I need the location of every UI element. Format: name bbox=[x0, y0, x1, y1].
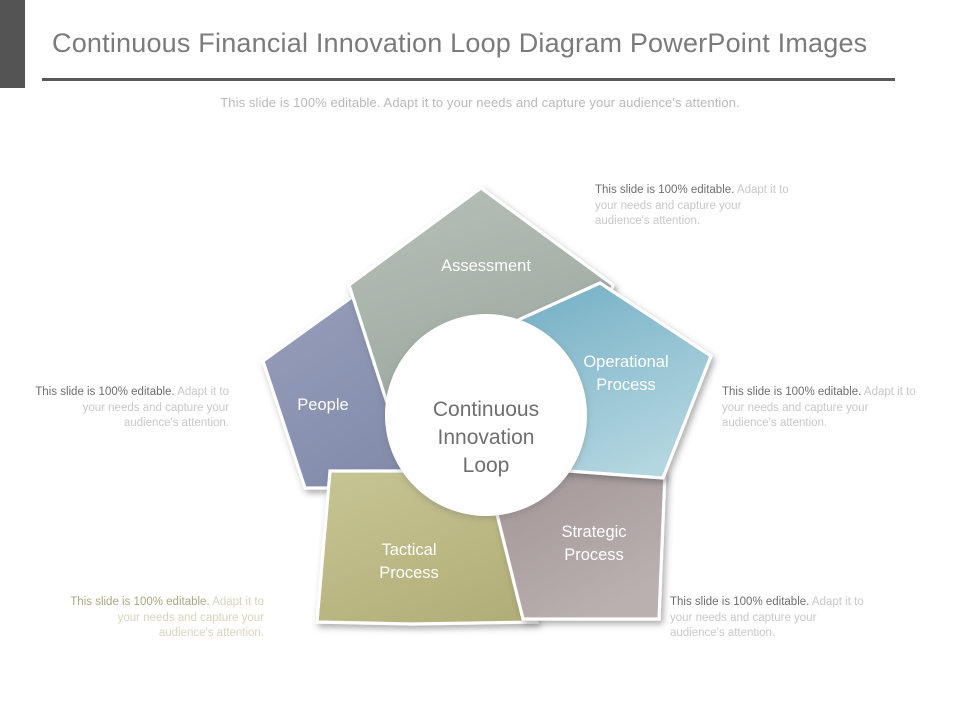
note-tactical-process-lead: This slide is 100% editable. bbox=[70, 596, 210, 608]
note-strategic-process-rest: Adapt it to your needs and capture your … bbox=[670, 596, 864, 639]
page-title: Continuous Financial Innovation Loop Dia… bbox=[52, 28, 868, 58]
note-operational-process-lead: This slide is 100% editable. bbox=[722, 386, 862, 398]
segment-operational-process-label-line2: Process bbox=[596, 376, 656, 394]
slide-subtitle: This slide is 100% editable. Adapt it to… bbox=[220, 95, 740, 110]
segment-tactical-process-label-line1: Tactical bbox=[381, 541, 436, 559]
note-assessment-rest: Adapt it to your needs and capture your … bbox=[595, 184, 789, 227]
center-hub[interactable]: Continuous Innovation Loop bbox=[385, 314, 587, 516]
note-tactical-process: This slide is 100% editable. Adapt it to… bbox=[68, 595, 264, 642]
segment-strategic-process-label-line2: Process bbox=[564, 546, 624, 564]
center-label-line1: Continuous bbox=[433, 398, 539, 421]
center-label-line3: Loop bbox=[463, 454, 510, 477]
note-assessment: This slide is 100% editable. Adapt it to… bbox=[595, 183, 791, 230]
note-operational-process-rest: Adapt it to your needs and capture your … bbox=[722, 386, 916, 429]
segment-tactical-process-label-line2: Process bbox=[379, 564, 439, 582]
note-strategic-process-lead: This slide is 100% editable. bbox=[670, 596, 810, 608]
note-people-rest: Adapt it to your needs and capture your … bbox=[82, 386, 229, 429]
note-assessment-lead: This slide is 100% editable. bbox=[595, 184, 735, 196]
segment-assessment-label: Assessment bbox=[441, 257, 531, 275]
note-people-lead: This slide is 100% editable. bbox=[35, 386, 175, 398]
note-operational-process: This slide is 100% editable. Adapt it to… bbox=[722, 385, 918, 432]
center-label-line2: Innovation bbox=[438, 426, 535, 449]
segment-strategic-process-label-line1: Strategic bbox=[561, 523, 626, 541]
header-accent-bar bbox=[0, 0, 25, 88]
segment-operational-process-label-line1: Operational bbox=[583, 353, 668, 371]
title-divider bbox=[42, 78, 895, 81]
note-people: This slide is 100% editable. Adapt it to… bbox=[33, 385, 229, 432]
center-circle[interactable] bbox=[385, 314, 587, 516]
note-tactical-process-rest: Adapt it to your needs and capture your … bbox=[117, 596, 264, 639]
segment-people-label: People bbox=[297, 396, 348, 414]
note-strategic-process: This slide is 100% editable. Adapt it to… bbox=[670, 595, 866, 642]
